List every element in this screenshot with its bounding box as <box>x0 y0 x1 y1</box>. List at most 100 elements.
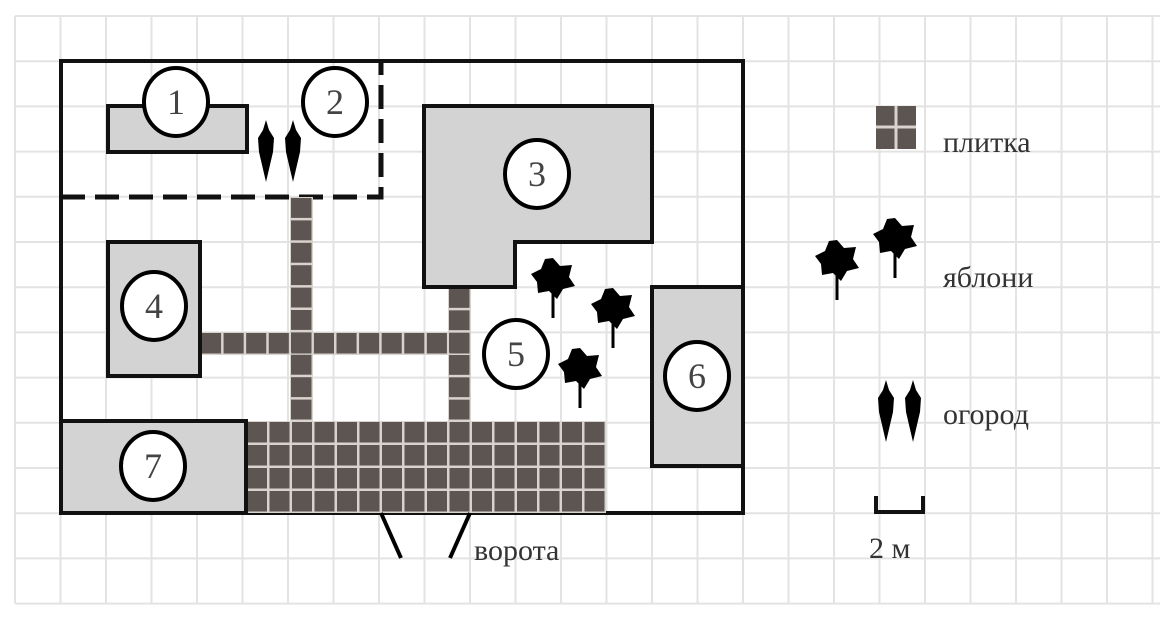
tile <box>404 333 425 354</box>
tile <box>449 332 470 353</box>
tile <box>427 491 447 512</box>
tile <box>382 468 402 489</box>
garden-carrot-icon <box>258 120 274 182</box>
tile <box>359 491 380 512</box>
tile <box>494 468 515 489</box>
tile <box>359 333 380 354</box>
legend-apple-tree-icon <box>813 238 861 302</box>
tile <box>247 445 267 466</box>
tile <box>562 468 582 489</box>
svg-text:6: 6 <box>688 356 706 396</box>
svg-text:2: 2 <box>326 82 344 122</box>
tile <box>268 333 289 354</box>
tile <box>426 333 447 354</box>
tile <box>291 265 312 286</box>
scale-bar <box>874 496 925 514</box>
tile-paths <box>200 197 606 513</box>
tile <box>291 287 312 308</box>
tile <box>201 333 222 354</box>
tile <box>472 491 492 512</box>
tile <box>292 491 312 512</box>
tile <box>223 333 244 354</box>
tile <box>292 468 312 489</box>
tile <box>291 377 312 398</box>
zone-2-dashed-border <box>61 61 384 200</box>
tile <box>359 468 380 489</box>
svg-text:7: 7 <box>144 446 162 486</box>
tile <box>291 242 312 263</box>
tile <box>584 445 605 466</box>
tile <box>247 491 267 512</box>
tile <box>382 422 402 443</box>
object-6-marker: 6 <box>663 340 731 412</box>
object-1-marker: 1 <box>142 66 210 138</box>
tile <box>337 422 357 443</box>
tile <box>539 422 560 443</box>
tile <box>382 445 402 466</box>
tile <box>291 220 312 241</box>
tile <box>269 468 290 489</box>
svg-text:4: 4 <box>145 286 163 326</box>
tile <box>337 445 357 466</box>
tile <box>472 445 492 466</box>
svg-text:1: 1 <box>167 82 185 122</box>
object-7-marker: 7 <box>119 430 187 502</box>
legend-tile-icon <box>876 106 916 149</box>
tile <box>562 491 582 512</box>
object-2-marker: 2 <box>301 66 369 138</box>
tile <box>449 288 470 308</box>
tile <box>404 491 425 512</box>
legend-garden-label: огород <box>943 398 1029 431</box>
legend: плитка яблони огород 2 м <box>813 106 1033 565</box>
tile <box>247 468 267 489</box>
apple-tree-icon <box>589 286 637 350</box>
tile <box>472 422 492 443</box>
tile <box>404 445 425 466</box>
tile <box>314 491 335 512</box>
gate-label: ворота <box>474 534 559 567</box>
tile <box>427 422 447 443</box>
tile <box>247 422 267 443</box>
tile <box>382 491 402 512</box>
tile <box>517 491 537 512</box>
tile <box>427 468 447 489</box>
legend-garden-icon <box>905 380 921 442</box>
tile <box>359 445 380 466</box>
tile <box>584 491 605 512</box>
object-5-marker: 5 <box>482 318 550 390</box>
tile <box>562 422 582 443</box>
tile <box>449 310 470 331</box>
tile <box>539 491 560 512</box>
object-4-marker: 4 <box>120 270 188 342</box>
tile <box>246 333 267 354</box>
tile <box>269 445 290 466</box>
tile <box>449 377 470 398</box>
tile <box>292 422 312 443</box>
tile <box>494 422 515 443</box>
tile <box>314 445 335 466</box>
tile <box>517 422 537 443</box>
legend-apple-trees-label: яблони <box>943 261 1033 294</box>
tile <box>449 355 470 375</box>
tile <box>291 198 312 218</box>
svg-text:3: 3 <box>528 154 546 194</box>
tile <box>494 445 515 466</box>
tile <box>517 445 537 466</box>
tile <box>584 422 605 443</box>
tile <box>292 445 312 466</box>
tile <box>404 422 425 443</box>
legend-tiles-label: плитка <box>943 126 1031 159</box>
tile <box>584 468 605 489</box>
tile <box>314 468 335 489</box>
tile <box>472 468 492 489</box>
tile <box>517 468 537 489</box>
tile <box>449 422 470 443</box>
scale-label: 2 м <box>869 532 911 565</box>
svg-text:5: 5 <box>507 334 525 374</box>
tile <box>337 468 357 489</box>
tile <box>291 399 312 420</box>
tile <box>336 333 357 354</box>
gate: ворота <box>379 512 559 567</box>
tile <box>562 445 582 466</box>
